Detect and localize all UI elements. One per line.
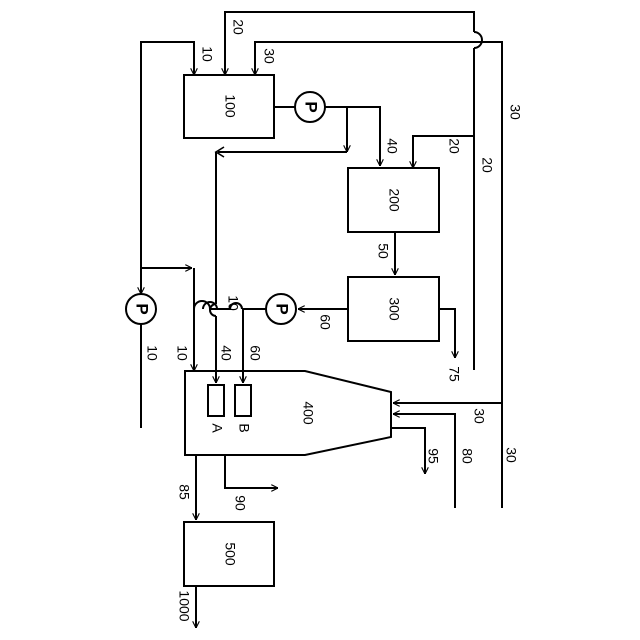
stream-20-top-line <box>225 12 474 75</box>
stream-75-line <box>439 309 455 358</box>
stream-20-crossover <box>474 32 482 48</box>
stream-label-75: 75 <box>446 366 462 382</box>
unit-500-label: 500 <box>222 542 238 566</box>
zone-a-element <box>208 385 224 416</box>
stream-label-30-bottom: 30 <box>503 447 519 463</box>
stream-label-30-right: 30 <box>507 104 523 120</box>
stream-label-30-lower: 30 <box>471 408 487 424</box>
stream-label-10-top: 10 <box>199 46 215 62</box>
pump-2-label: P <box>273 303 292 314</box>
unit-200-label: 200 <box>386 188 402 212</box>
zone-b-label: B <box>236 423 252 432</box>
stream-90-line <box>225 455 278 488</box>
stream-label-95: 95 <box>425 448 441 464</box>
stream-label-90: 90 <box>232 495 248 511</box>
stream-label-85: 85 <box>176 484 192 500</box>
pump-1-outlet-line <box>325 107 380 166</box>
stream-label-40-bottom: 40 <box>218 345 234 361</box>
unit-400-label: 400 <box>300 401 316 425</box>
stream-label-20-right: 20 <box>479 157 495 173</box>
stream-10-feed-line <box>141 42 194 294</box>
stream-label-10-left: 10 <box>174 345 190 361</box>
stream-label-60-out: 60 <box>317 314 333 330</box>
stream-95-line <box>391 428 425 474</box>
stream-label-50: 50 <box>375 243 391 259</box>
stream-label-30-top: 30 <box>261 48 277 64</box>
zone-a-label: A <box>209 423 225 433</box>
stream-label-20-top: 20 <box>230 19 246 35</box>
stream-label-10-bottom: 10 <box>144 345 160 361</box>
stream-label-1000: 1000 <box>176 590 192 621</box>
stream-label-60-bottom: 60 <box>247 345 263 361</box>
stream-30-top-line <box>255 42 502 508</box>
unit-400-vessel <box>185 371 391 455</box>
stream-label-10-mid: 10 <box>225 295 241 311</box>
pump-1-label: P <box>302 101 321 112</box>
stream-20-to-200 <box>413 136 474 168</box>
unit-100-label: 100 <box>222 94 238 118</box>
unit-300-label: 300 <box>386 297 402 321</box>
stream-label-40-top: 40 <box>384 138 400 154</box>
stream-label-80: 80 <box>459 448 475 464</box>
zone-b-element <box>235 385 251 416</box>
stream-label-20-mid: 20 <box>446 138 462 154</box>
pump-3-label: P <box>133 303 152 314</box>
